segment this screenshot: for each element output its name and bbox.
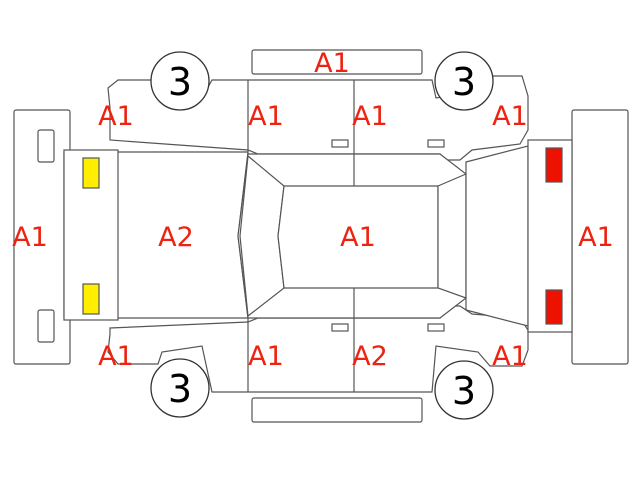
- roof-panel: [277, 185, 439, 289]
- code-front-door-upper: A1: [248, 101, 284, 132]
- code-roof-center: A1: [340, 222, 376, 253]
- code-front-door-lower: A1: [248, 341, 284, 372]
- code-front-bumper: A1: [12, 222, 48, 253]
- code-front-fender-lower: A1: [98, 341, 134, 372]
- headlight-top: [82, 157, 100, 189]
- wheel-rear-right: 3: [434, 360, 494, 420]
- code-rear-bumper: A1: [578, 222, 614, 253]
- taillight-top: [545, 147, 563, 183]
- front-bumper-slot-top: [37, 129, 55, 163]
- trunk-panel: [465, 145, 529, 327]
- taillight-bottom: [545, 289, 563, 325]
- door-handle-rear-bottom: [427, 323, 445, 332]
- wheel-rear-left-value: 3: [452, 60, 476, 104]
- code-roof-top: A1: [314, 48, 350, 79]
- front-bumper-slot-bottom: [37, 309, 55, 343]
- wheel-front-right-value: 3: [168, 367, 192, 411]
- wheel-rear-left: 3: [434, 51, 494, 111]
- roof-strip-top: [251, 49, 423, 75]
- wheel-front-left-value: 3: [168, 60, 192, 104]
- headlight-bottom: [82, 283, 100, 315]
- wheel-rear-right-value: 3: [452, 369, 476, 413]
- door-handle-rear-top: [427, 139, 445, 148]
- rear-window: [437, 173, 467, 299]
- code-hood: A2: [158, 222, 194, 253]
- code-rear-door-upper: A1: [352, 101, 388, 132]
- code-rear-fender-upper: A1: [492, 101, 528, 132]
- code-front-fender-upper: A1: [98, 101, 134, 132]
- code-rear-door-lower: A2: [352, 341, 388, 372]
- roof-strip-bottom: [251, 397, 423, 423]
- door-handle-front-bottom: [331, 323, 349, 332]
- door-handle-front-top: [331, 139, 349, 148]
- code-rear-fender-lower: A1: [492, 341, 528, 372]
- wheel-front-left: 3: [150, 51, 210, 111]
- wheel-front-right: 3: [150, 358, 210, 418]
